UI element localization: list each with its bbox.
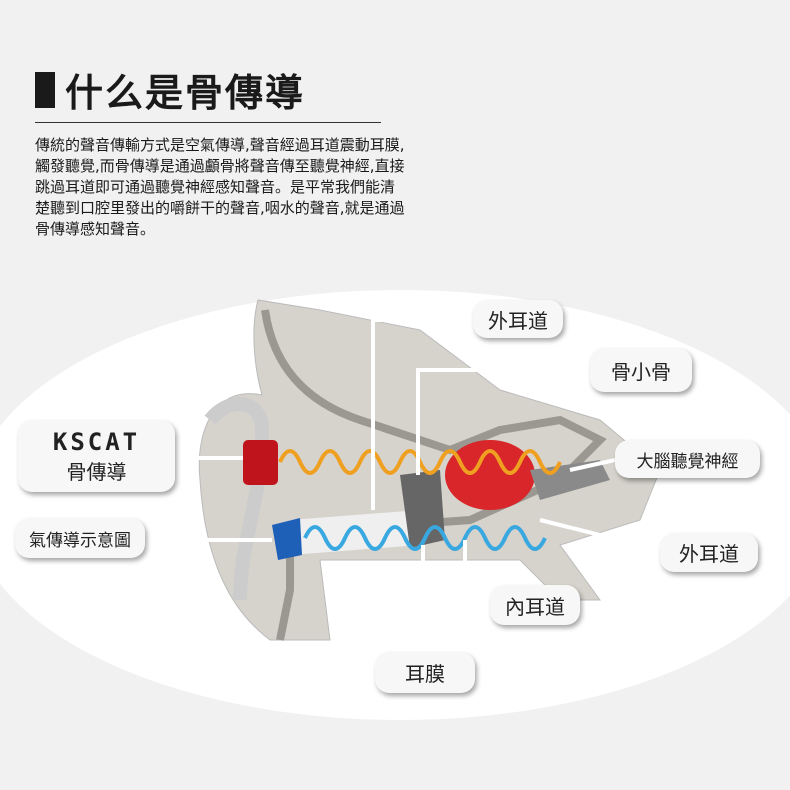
air-conduction-label: 氣傳導示意圖 — [15, 518, 145, 558]
ear-canal — [290, 510, 420, 555]
description: 傳統的聲音傳輸方式是空氣傳導,聲音經過耳道震動耳膜,觸發聽覺,而骨傳導是通過顱骨… — [35, 136, 405, 238]
eardrum-label: 耳膜 — [375, 652, 475, 693]
title-text: 什么是骨傳導 — [65, 71, 306, 115]
bone-conduction-text: 骨傳導 — [66, 459, 127, 484]
ossicles-label: 骨小骨 — [590, 348, 692, 392]
bone-driver-icon — [243, 440, 278, 485]
outer-canal-right-label: 外耳道 — [660, 533, 758, 572]
skull-bone — [261, 309, 607, 641]
auditory-nerve-label: 大腦聽覺神經 — [615, 440, 760, 478]
page-title: 什么是骨傳導 — [35, 62, 305, 117]
air-driver-icon — [272, 518, 302, 560]
title-divider — [35, 122, 381, 123]
title-marker — [35, 71, 55, 108]
outer-canal-top-label: 外耳道 — [473, 300, 563, 338]
brand-logo: KSCAT — [52, 427, 141, 456]
bone-conduction-label: KSCAT 骨傳導 — [18, 420, 175, 492]
air-conduction-wave — [303, 525, 547, 551]
inner-canal-label: 內耳道 — [490, 585, 580, 625]
nerve-shape — [530, 460, 610, 500]
leader-lines — [145, 318, 661, 652]
cochlea-shape — [445, 440, 535, 510]
